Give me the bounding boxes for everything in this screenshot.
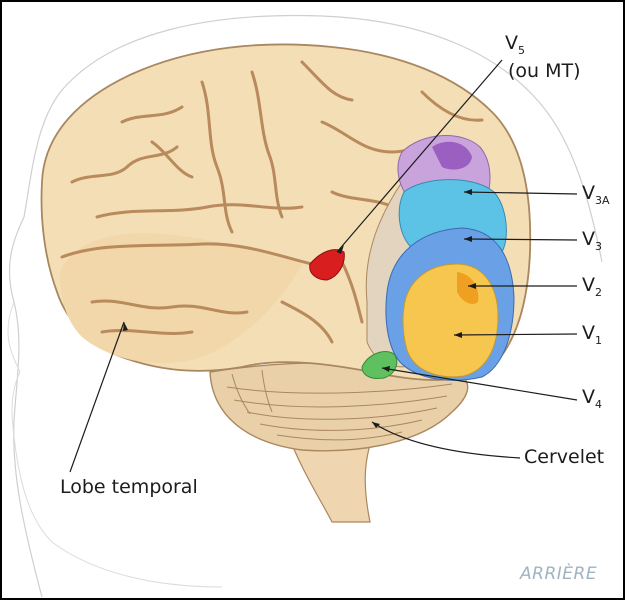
label-lobe-temporal: Lobe temporal [60,476,198,498]
label-v5-note: (ou MT) [508,60,581,82]
label-v3a: V3A [582,182,610,207]
leader-lobe-temporal [69,321,125,473]
cerebellum-folia [226,369,453,441]
leader-v5 [336,59,503,253]
area-v5 [309,249,345,281]
leader-lines [69,59,578,473]
leader-cervelet [371,421,521,459]
label-v2: V2 [582,274,602,299]
label-v1: V1 [582,322,602,347]
area-v4 [361,351,398,379]
brainstem [286,431,375,523]
area-v1 [402,263,499,378]
label-v3: V3 [582,228,602,253]
head-outline [8,14,603,598]
leader-arrowheads [123,189,476,428]
leader-v1 [453,333,578,336]
label-cervelet: Cervelet [524,446,605,468]
area-v1-dark [457,272,479,304]
orientation-label: ARRIÈRE [520,564,598,584]
leader-v3a [463,191,578,195]
leader-v4 [381,367,578,401]
leader-v3 [463,238,578,241]
face-outline [7,301,223,588]
area-v3a-dark [432,141,472,170]
label-v4: V4 [582,386,602,411]
label-v5: V5 [505,32,525,57]
